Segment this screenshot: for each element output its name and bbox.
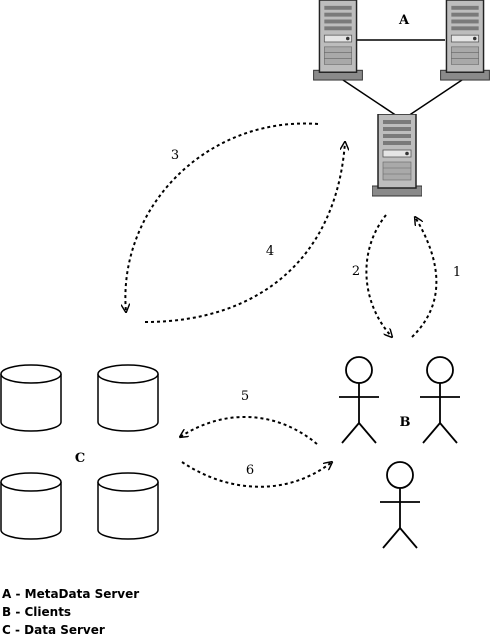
metadata-server-cluster: A — [313, 0, 490, 197]
step-labels: 1 2 3 4 5 6 — [171, 148, 461, 478]
database-icon — [0, 472, 62, 540]
arrow-label-5: 5 — [241, 389, 249, 404]
arrow-label-3: 3 — [171, 148, 179, 163]
arrow-label-4: 4 — [266, 244, 274, 259]
arrow-2 — [365, 214, 392, 337]
client-icon — [379, 461, 421, 549]
arrow-5 — [180, 415, 318, 445]
arrow-4 — [144, 142, 345, 323]
flow-arrows — [125, 122, 438, 488]
group-label-b: B — [400, 415, 411, 430]
database-icon — [97, 472, 159, 540]
arrow-3 — [125, 122, 319, 312]
client-icon — [338, 356, 380, 444]
client-icon — [419, 356, 461, 444]
arrow-1 — [411, 217, 438, 338]
group-label-c: C — [75, 451, 85, 466]
arrow-6 — [181, 462, 332, 488]
group-label-a: A — [398, 13, 410, 28]
legend-item-c: C - Data Server — [2, 623, 105, 637]
server-icon — [440, 0, 490, 81]
data-server-group: C — [0, 364, 159, 540]
database-icon — [0, 364, 62, 432]
legend-item-a: A - MetaData Server — [2, 587, 140, 601]
arrow-label-6: 6 — [246, 463, 254, 478]
server-icon — [372, 114, 422, 197]
client-group: B — [338, 356, 461, 549]
server-icon — [313, 0, 363, 81]
legend-item-b: B - Clients — [2, 605, 72, 619]
server-link — [339, 77, 401, 119]
database-icon — [97, 364, 159, 432]
server-link — [404, 77, 466, 119]
arrow-label-2: 2 — [352, 264, 360, 279]
legend: A - MetaData Server B - Clients C - Data… — [2, 585, 139, 639]
arrow-label-1: 1 — [453, 265, 461, 280]
